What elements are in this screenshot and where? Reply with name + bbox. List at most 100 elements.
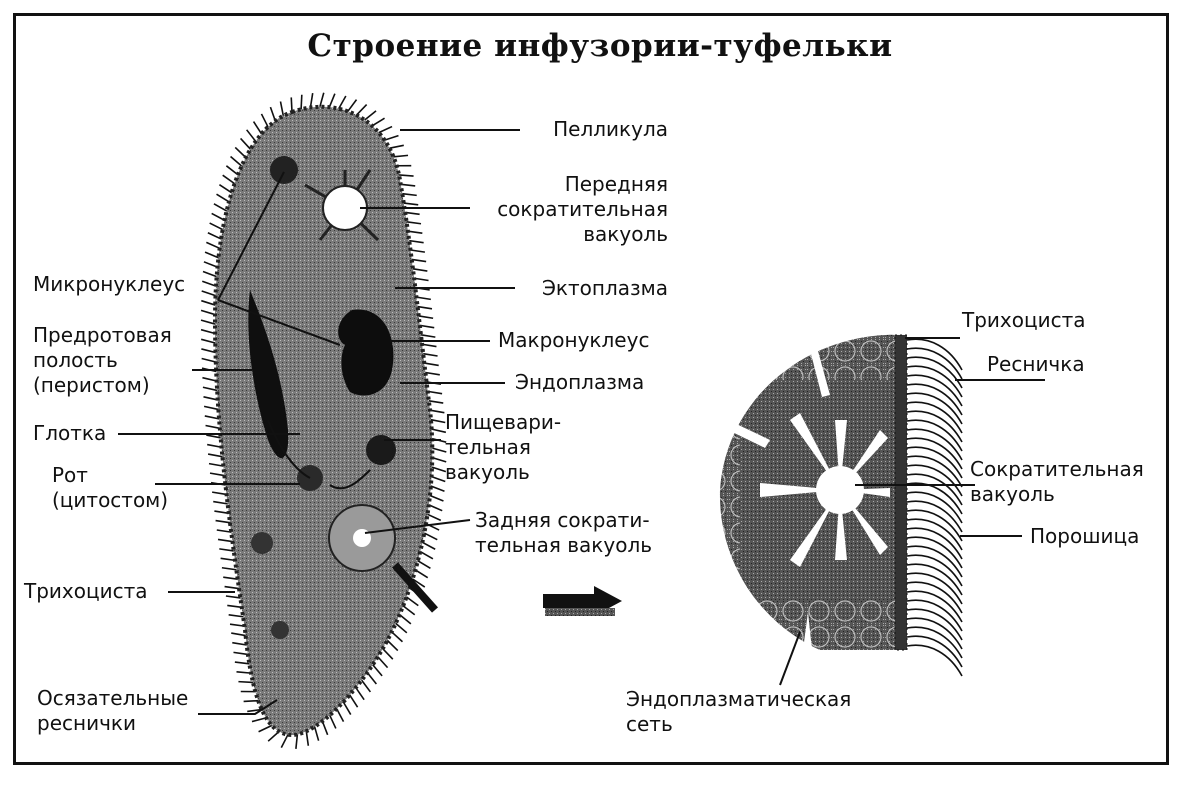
cilium-mark xyxy=(203,396,218,401)
cilium-mark xyxy=(204,251,219,259)
cilium-mark xyxy=(232,641,247,646)
cilium-mark xyxy=(417,560,431,569)
cilium-mark xyxy=(204,415,220,420)
cilium-mark xyxy=(236,671,252,674)
cilium-mark xyxy=(402,192,417,197)
detail-cilium-mark xyxy=(906,554,963,587)
peristome-groove xyxy=(248,290,289,459)
cilium-mark xyxy=(216,193,230,203)
label-pellicle: Пелликула xyxy=(553,117,668,141)
cilium-mark xyxy=(427,513,442,522)
label-tactile-cilia: Осязательные реснички xyxy=(37,686,189,735)
cilium-mark xyxy=(313,726,320,741)
cilium-mark xyxy=(424,362,439,367)
label-endoplasm: Эндоплазма xyxy=(515,370,645,394)
cilium-mark xyxy=(422,541,436,550)
detail-cilium-mark xyxy=(906,491,963,524)
cilium-mark xyxy=(428,504,443,512)
cilium-mark xyxy=(321,720,329,736)
cilium-mark xyxy=(425,371,440,376)
cilium-mark xyxy=(228,614,244,618)
cilium-mark xyxy=(216,529,232,533)
detail-cilium-mark xyxy=(906,527,963,560)
cilium-mark xyxy=(201,290,216,297)
detail-cilium-mark xyxy=(906,626,963,659)
cilium-mark xyxy=(203,261,218,268)
label-detail-cilium: Ресничка xyxy=(987,352,1085,376)
cilium-mark xyxy=(405,211,420,216)
cilium-mark xyxy=(386,639,399,652)
detail-cilium-mark xyxy=(906,617,963,650)
cilium-mark xyxy=(230,155,243,167)
detail-cilium-mark xyxy=(906,428,963,461)
detail-cilium-mark xyxy=(906,419,963,452)
cilium-mark xyxy=(227,604,242,609)
cilium-mark xyxy=(411,258,427,263)
detail-cilium-mark xyxy=(906,338,963,371)
cilium-mark xyxy=(233,651,249,656)
detail-cilium-mark xyxy=(906,356,963,389)
posterior-vacuole-shape xyxy=(328,504,396,572)
cilium-mark xyxy=(412,578,426,588)
cilium-mark xyxy=(221,566,237,571)
cilium-mark xyxy=(225,165,239,176)
detail-cilium-mark xyxy=(906,545,963,578)
detail-cilium-mark xyxy=(906,374,963,407)
detail-pellicle-strip xyxy=(894,334,908,651)
cilium-mark xyxy=(209,472,225,477)
cilium-mark xyxy=(200,309,216,316)
detail-cilium-mark xyxy=(906,383,963,416)
cilium-mark xyxy=(207,453,223,458)
cilium-mark xyxy=(391,631,404,643)
cilium-mark xyxy=(246,129,257,142)
cilium-mark xyxy=(205,424,220,430)
cilium-mark xyxy=(395,622,408,634)
cilium-mark xyxy=(211,491,227,496)
label-anterior-contractile-vacuole: Передняя сократительная вакуоль xyxy=(497,172,668,246)
cilium-mark xyxy=(305,731,310,746)
micronucleus-shape xyxy=(270,156,298,184)
cilium-mark xyxy=(231,632,246,637)
cilium-mark xyxy=(366,672,377,685)
detail-cilium-mark xyxy=(906,635,963,668)
cilium-mark xyxy=(258,724,273,733)
discharged-trichocyst xyxy=(392,562,438,613)
label-micronucleus: Микронуклеус xyxy=(33,272,186,296)
cilium-mark xyxy=(309,93,314,108)
cilium-mark xyxy=(222,174,236,185)
cilium-mark xyxy=(429,494,444,502)
leader-lines xyxy=(118,129,1045,715)
cilium-mark xyxy=(402,605,416,616)
cilium-mark xyxy=(371,117,385,127)
cilium-mark xyxy=(300,94,303,110)
cilium-mark xyxy=(355,687,365,701)
detail-cilium-mark xyxy=(906,518,963,551)
cilium-mark xyxy=(428,400,444,404)
cilium-mark xyxy=(407,230,423,235)
detail-cilium-mark xyxy=(906,365,963,398)
detail-cilium-mark xyxy=(906,500,963,533)
food-vacuole-shape xyxy=(271,621,289,639)
cilium-mark xyxy=(295,734,299,749)
cilium-mark xyxy=(269,106,277,122)
label-macronucleus: Макронуклеус xyxy=(498,328,650,352)
cilium-mark xyxy=(215,519,231,524)
food-vacuole-shape xyxy=(251,532,273,554)
cilium-mark xyxy=(364,110,377,121)
cilium-mark xyxy=(400,183,416,187)
right-arrow-icon xyxy=(543,586,622,616)
diagram-title: Строение инфузории-туфельки xyxy=(307,28,893,64)
cilium-mark xyxy=(224,585,240,590)
detail-cilium-mark xyxy=(906,347,963,380)
cilium-mark xyxy=(361,679,372,693)
macronucleus-shape xyxy=(338,309,394,396)
label-mouth: Рот (цитостом) xyxy=(52,463,169,512)
cilium-mark xyxy=(414,569,429,579)
cilium-mark xyxy=(430,418,446,424)
cilium-mark xyxy=(201,280,217,287)
detail-cilium-mark xyxy=(906,446,963,479)
cilium-mark xyxy=(399,614,412,625)
cilium-mark xyxy=(382,648,394,660)
label-detail-contractile-vacuole: Сократительная вакуоль xyxy=(970,457,1144,506)
cilium-mark xyxy=(267,730,280,742)
